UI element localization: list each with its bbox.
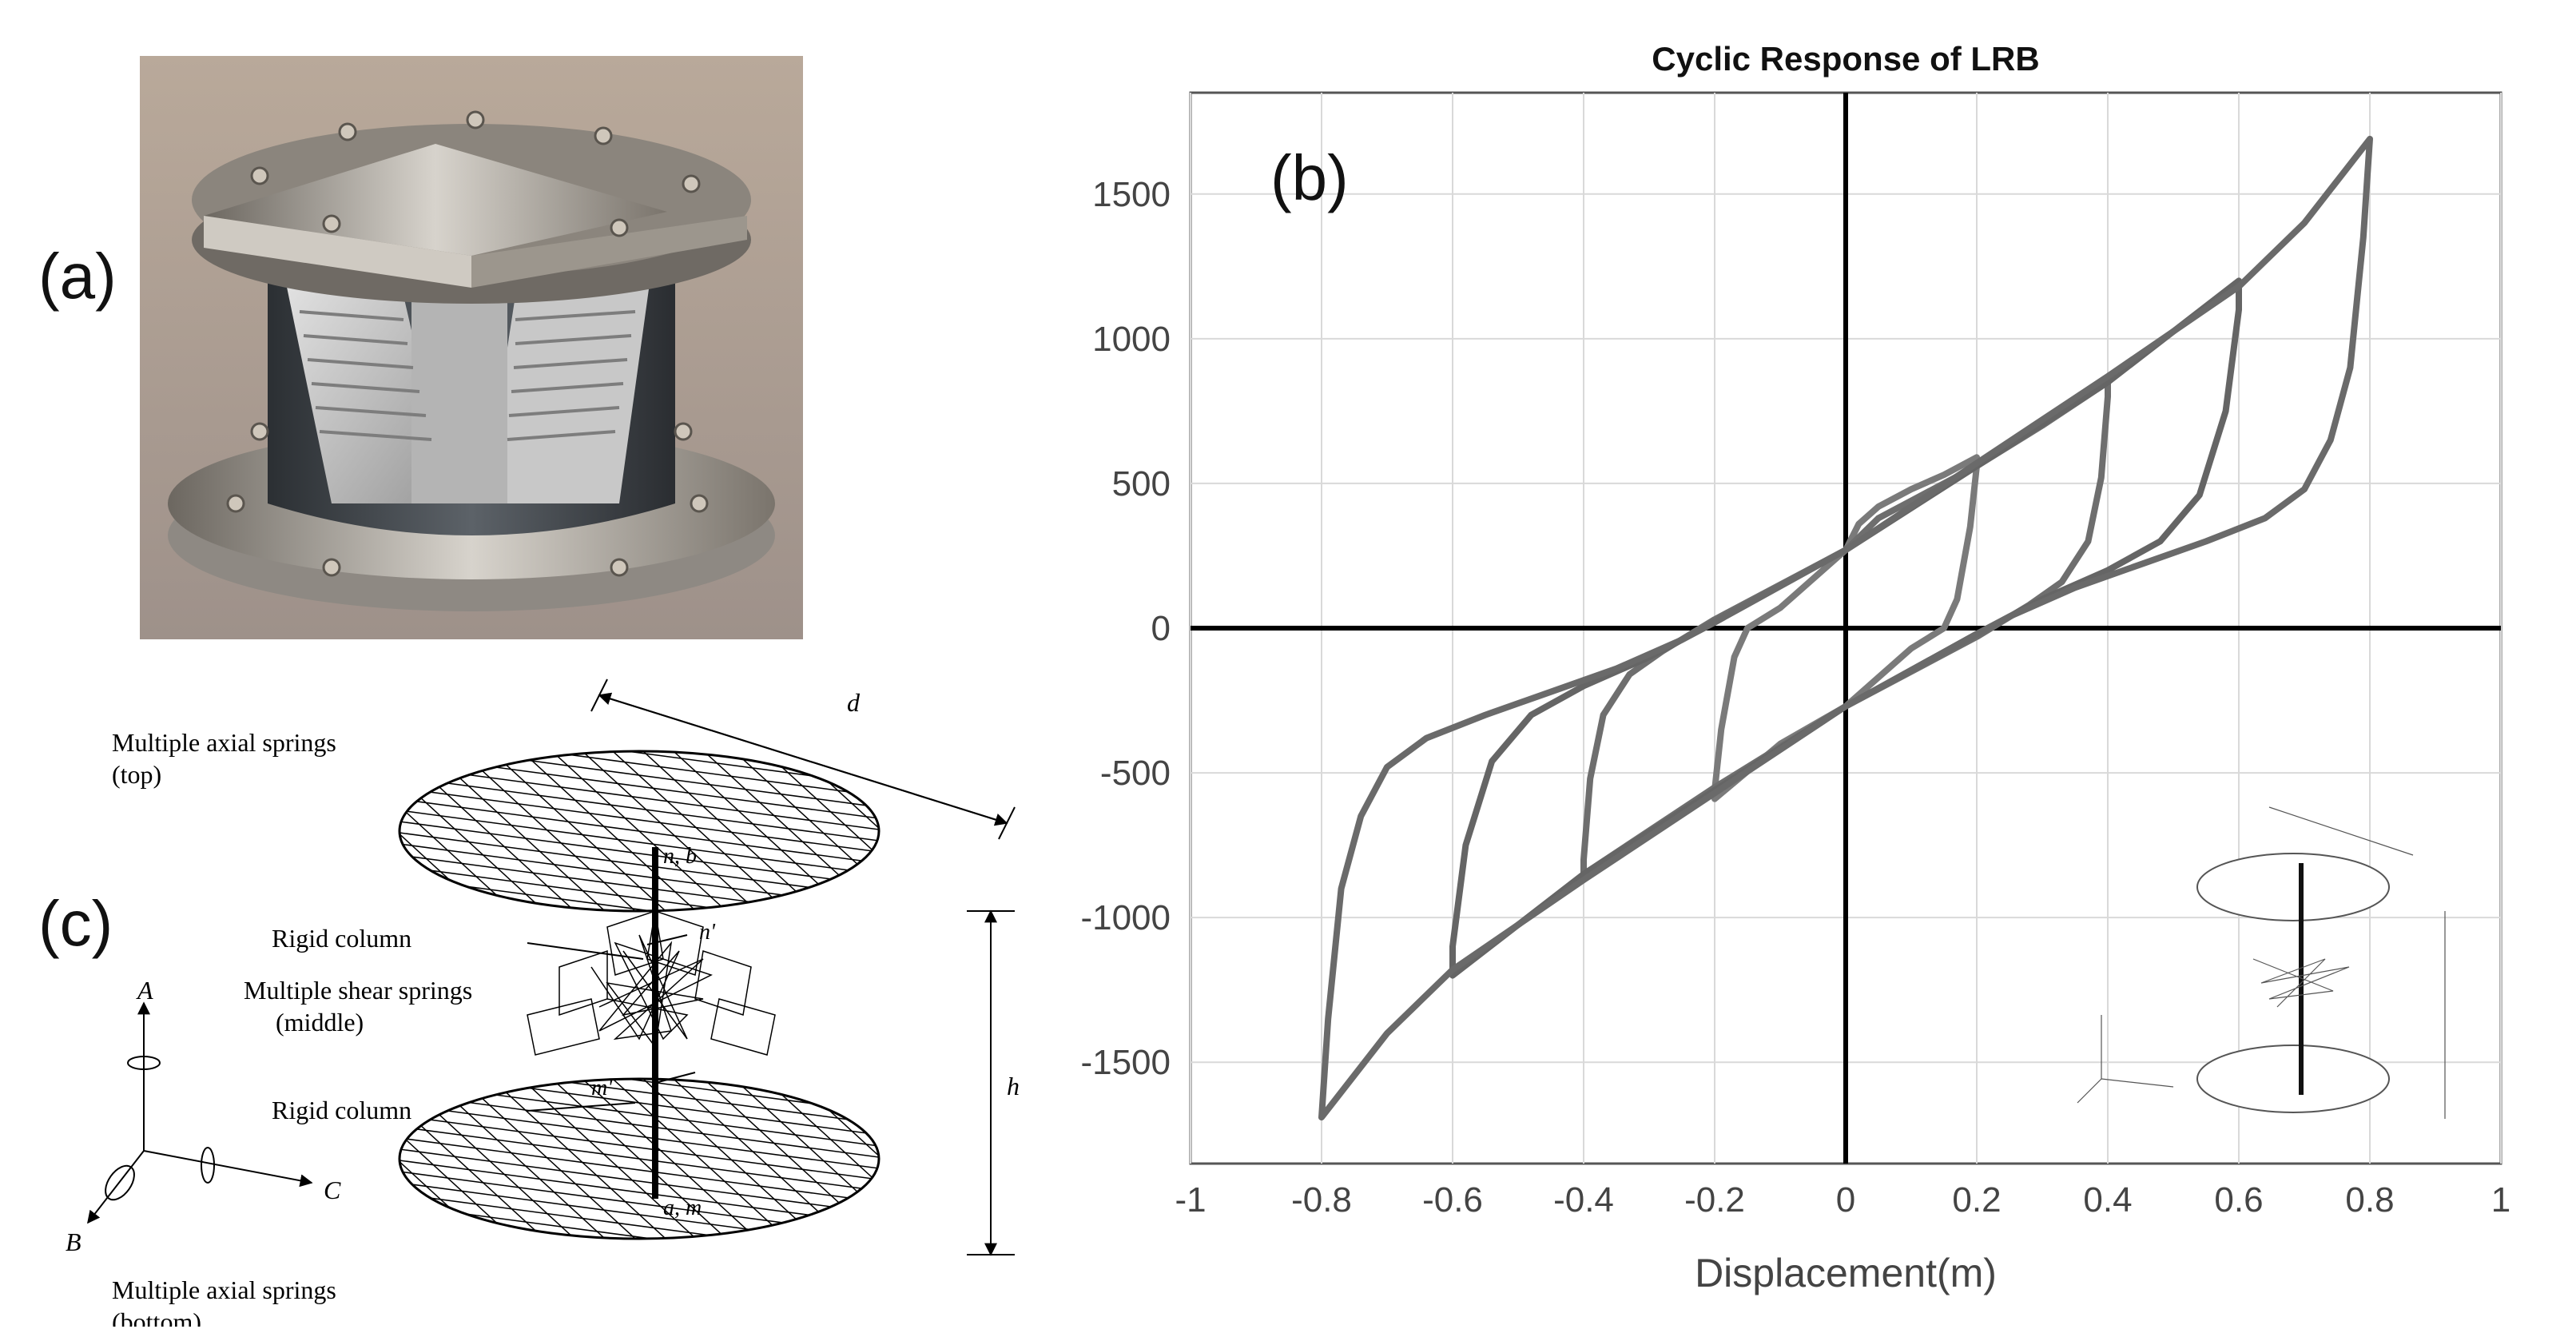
shear-springs-label: Multiple shear springs bbox=[244, 976, 472, 1005]
y-tick-label: 1500 bbox=[1092, 175, 1171, 214]
node-top-label: n, b bbox=[663, 844, 697, 869]
x-axis-label: Displacement(m) bbox=[1695, 1251, 1997, 1295]
y-tick-label: 1000 bbox=[1092, 320, 1171, 359]
hysteresis-loop-0.8 bbox=[1318, 135, 2373, 1121]
x-tick-label: -0.2 bbox=[1684, 1180, 1745, 1220]
x-tick-label: 0 bbox=[1836, 1180, 1855, 1220]
inset-diagram bbox=[2077, 806, 2446, 1119]
dimension-h-label: h bbox=[1007, 1072, 1020, 1100]
axis-c-label: C bbox=[324, 1176, 341, 1204]
axis-a-label: A bbox=[136, 976, 153, 1005]
bottom-spring-disc bbox=[398, 1077, 881, 1240]
shear-springs-sublabel: (middle) bbox=[276, 1008, 364, 1037]
panel-label-c: (c) bbox=[38, 888, 113, 959]
y-tick-label: -1000 bbox=[1080, 898, 1171, 937]
rigid-column-label-lower: Rigid column bbox=[272, 1096, 411, 1124]
top-springs-sublabel: (top) bbox=[112, 760, 161, 789]
shear-springs bbox=[527, 910, 776, 1056]
x-tick-label: 1 bbox=[2491, 1180, 2510, 1220]
hysteresis-loop-0.2 bbox=[1711, 454, 1980, 802]
chart-title: Cyclic Response of LRB bbox=[1652, 40, 2039, 78]
axes-triad bbox=[87, 1001, 313, 1224]
x-tick-label: 0.4 bbox=[2083, 1180, 2132, 1220]
bottom-springs-sublabel: (bottom) bbox=[112, 1307, 201, 1327]
hysteresis-chart: Cyclic Response of LRB -1 -0.8 -0.6 -0.4 -0.… bbox=[1080, 40, 2510, 1295]
node-nprime-label: n' bbox=[699, 920, 716, 945]
x-tick-label: 0.6 bbox=[2214, 1180, 2263, 1220]
x-tick-label: 0.2 bbox=[1952, 1180, 2001, 1220]
bearing-model-diagram: Multiple axial springs (top) Rigid colum… bbox=[66, 678, 1020, 1327]
y-tick-label: 500 bbox=[1112, 464, 1171, 503]
panel-label-b: (b) bbox=[1270, 142, 1349, 213]
axis-b-label: B bbox=[66, 1228, 81, 1256]
x-tick-label: -0.4 bbox=[1553, 1180, 1614, 1220]
bottom-springs-label: Multiple axial springs bbox=[112, 1275, 336, 1304]
x-tick-label: 0.8 bbox=[2345, 1180, 2394, 1220]
y-tick-label: 0 bbox=[1151, 609, 1171, 648]
y-tick-label: -1500 bbox=[1080, 1043, 1171, 1082]
node-bottom-label: a, m bbox=[663, 1196, 702, 1220]
top-springs-label: Multiple axial springs bbox=[112, 728, 336, 757]
y-tick-label: -500 bbox=[1100, 754, 1171, 793]
panel-label-a: (a) bbox=[38, 241, 117, 312]
dimension-d-label: d bbox=[847, 688, 861, 717]
x-tick-label: -0.8 bbox=[1291, 1180, 1352, 1220]
x-tick-label: -1 bbox=[1175, 1180, 1206, 1220]
bearing-photo bbox=[140, 56, 803, 639]
top-spring-disc bbox=[398, 750, 881, 913]
x-tick-label: -0.6 bbox=[1422, 1180, 1483, 1220]
node-mprime-label: m' bbox=[591, 1076, 613, 1100]
rigid-column-label-upper: Rigid column bbox=[272, 924, 411, 953]
